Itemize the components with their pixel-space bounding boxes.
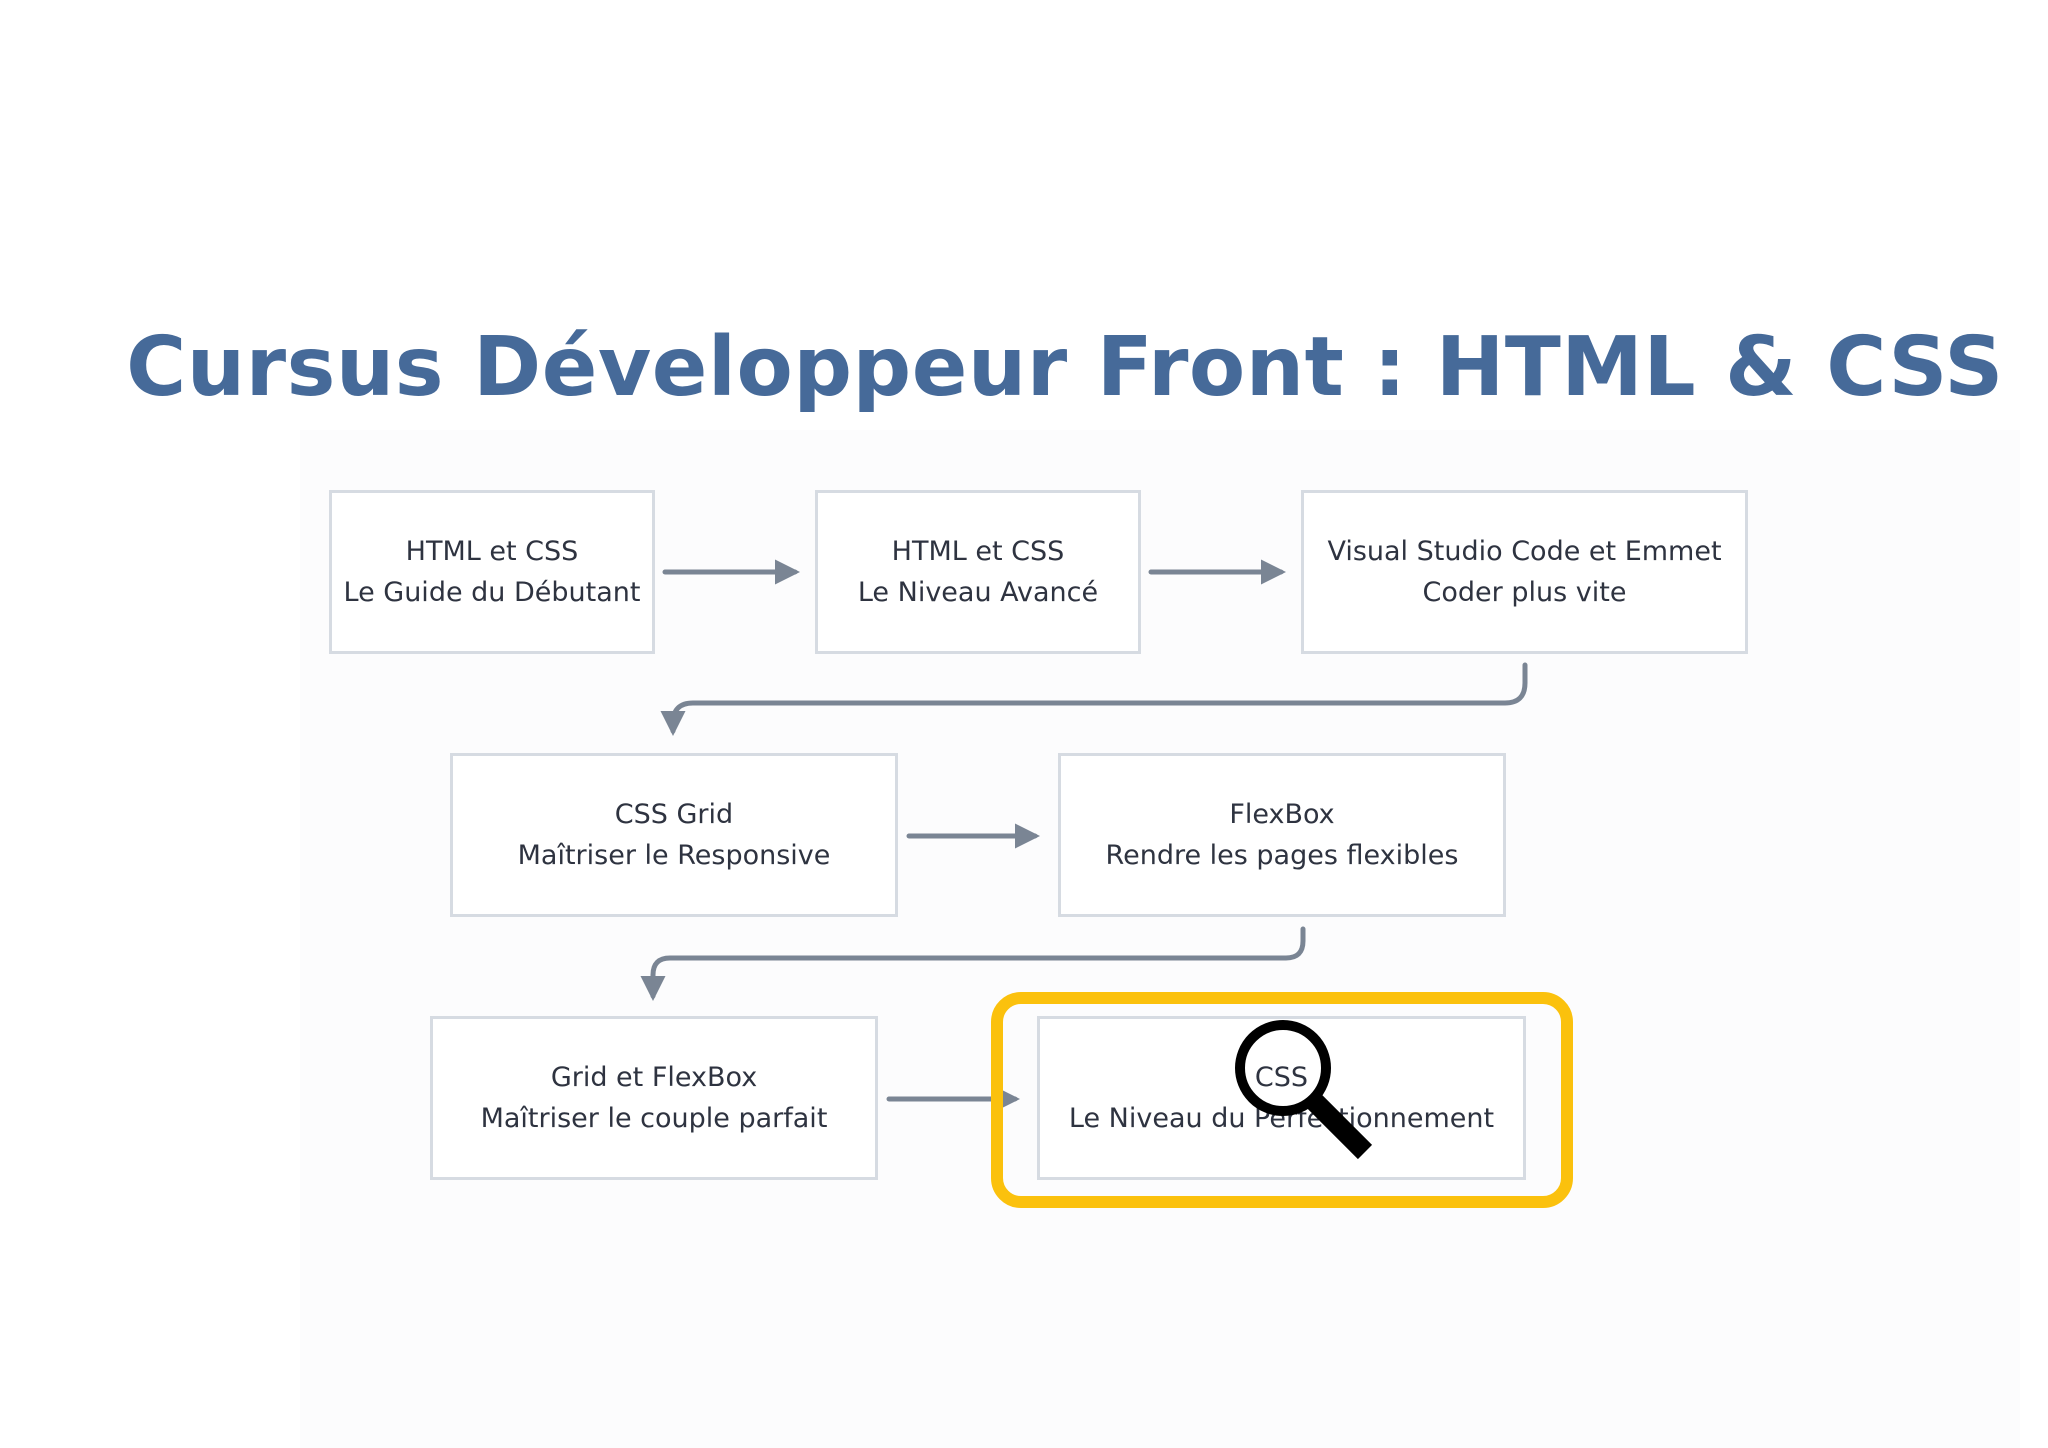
- node-title: HTML et CSS: [405, 536, 579, 567]
- edge-vscode-to-cssgrid: [660, 662, 1528, 736]
- node-subtitle: Le Niveau Avancé: [857, 577, 1099, 608]
- node-title: FlexBox: [1229, 799, 1335, 830]
- magnifier-icon: [1235, 1020, 1373, 1160]
- node-title: CSS Grid: [614, 799, 734, 830]
- node-title: HTML et CSS: [891, 536, 1065, 567]
- node-title: CSS: [1254, 1062, 1309, 1093]
- edge-flexbox-to-gridflexbox: [640, 926, 1306, 1001]
- node-subtitle: Maîtriser le couple parfait: [480, 1103, 828, 1134]
- node-html-css-advanced: HTML et CSS Le Niveau Avancé: [815, 490, 1141, 654]
- node-css-grid: CSS Grid Maîtriser le Responsive: [450, 753, 898, 917]
- node-title: Visual Studio Code et Emmet: [1327, 536, 1722, 567]
- node-subtitle: Maîtriser le Responsive: [517, 840, 831, 871]
- node-subtitle: Rendre les pages flexibles: [1105, 840, 1459, 871]
- node-flexbox: FlexBox Rendre les pages flexibles: [1058, 753, 1506, 917]
- highlight-frame: [991, 992, 1573, 1208]
- node-grid-flexbox: Grid et FlexBox Maîtriser le couple parf…: [430, 1016, 878, 1180]
- node-subtitle: Coder plus vite: [1422, 577, 1627, 608]
- node-subtitle: Le Guide du Débutant: [343, 577, 641, 608]
- node-css-perfection: CSS Le Niveau du Perfectionnement: [1037, 1016, 1526, 1180]
- node-vscode-emmet: Visual Studio Code et Emmet Coder plus v…: [1301, 490, 1748, 654]
- node-title: Grid et FlexBox: [550, 1062, 758, 1093]
- node-html-css-beginner: HTML et CSS Le Guide du Débutant: [329, 490, 655, 654]
- page-title: Cursus Développeur Front : HTML & CSS: [126, 320, 2004, 415]
